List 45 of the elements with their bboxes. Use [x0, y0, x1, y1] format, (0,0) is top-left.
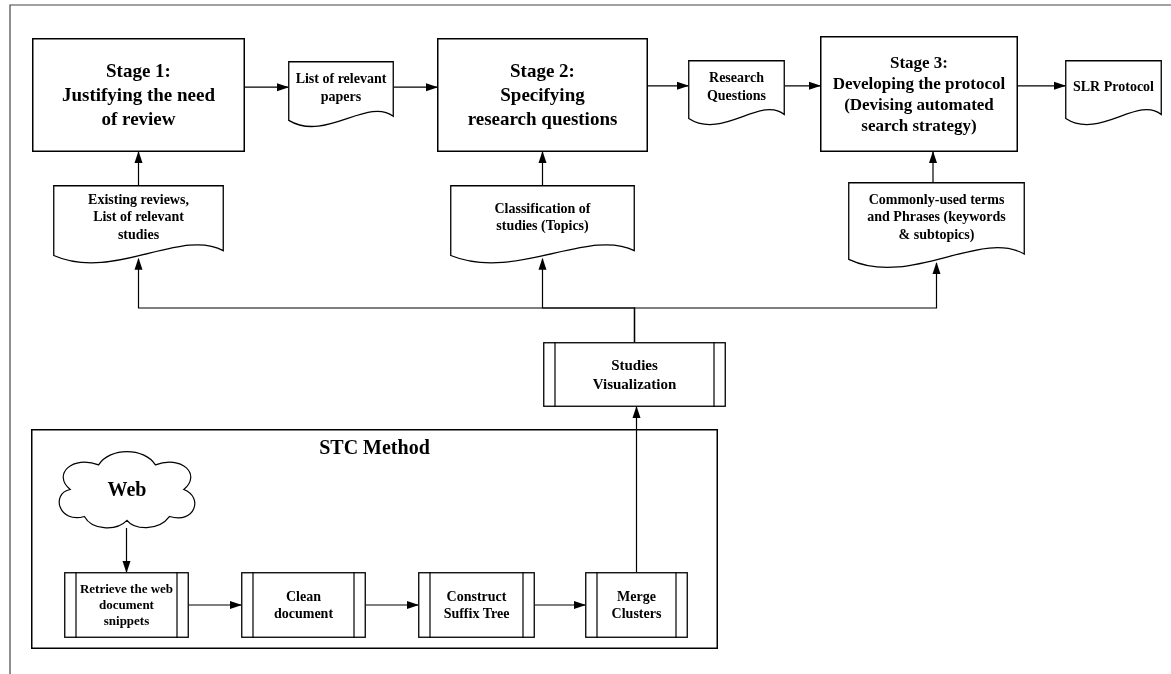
arrow	[393, 83, 438, 92]
stage-label: Justifying the need of review	[60, 83, 217, 131]
process-label: Construct Suffix Tree	[442, 587, 511, 623]
process-label: Merge Clusters	[610, 587, 663, 623]
arrow	[784, 81, 821, 90]
arrow	[134, 151, 143, 186]
predefined-process-box	[241, 572, 366, 638]
stage-label: Stage 3:	[889, 51, 949, 73]
document-label: Research Questions	[705, 69, 768, 104]
cloud-label: Web	[107, 477, 147, 502]
predefined-process-box	[64, 572, 189, 638]
document-label: List of relevant papers	[294, 70, 388, 106]
document-label: Classification of studies (Topics)	[493, 199, 592, 235]
predefined-process-box	[543, 342, 726, 407]
process-box	[437, 38, 648, 152]
document-shape	[688, 60, 785, 128]
process-box	[820, 36, 1018, 152]
arrow	[244, 83, 289, 92]
predefined-process-box	[418, 572, 535, 638]
arrow	[929, 151, 937, 183]
arrow	[188, 601, 242, 609]
arrow	[633, 262, 941, 343]
arrow	[538, 151, 547, 186]
process-label: Clean document	[272, 587, 335, 623]
process-label: Studies Visualization	[591, 355, 678, 394]
container-title: STC Method	[319, 435, 430, 460]
stage-label: Developing the protocol (Devising automated search strategy)	[831, 72, 1007, 137]
stage-label: Stage 2:	[510, 59, 575, 84]
arrow	[365, 601, 419, 609]
method-container	[31, 429, 718, 649]
arrow	[534, 601, 586, 609]
document-label: Commonly-used terms and Phrases (keywords & subtopics)	[866, 190, 1007, 244]
arrow	[647, 81, 689, 90]
predefined-process-box	[585, 572, 688, 638]
cloud-shape	[56, 451, 198, 528]
arrow	[1017, 81, 1066, 90]
document-shape	[1065, 60, 1162, 128]
arrow	[632, 406, 641, 573]
document-shape	[288, 61, 394, 130]
stage-label: Specifying research questions	[466, 83, 619, 131]
stage-label: Stage 1:	[106, 59, 171, 84]
document-label: Existing reviews, List of relevant studies	[87, 190, 190, 244]
document-label: SLR Protocol	[1073, 77, 1154, 96]
process-box	[32, 38, 245, 152]
process-label: Retrieve the web document snippets	[78, 580, 175, 630]
